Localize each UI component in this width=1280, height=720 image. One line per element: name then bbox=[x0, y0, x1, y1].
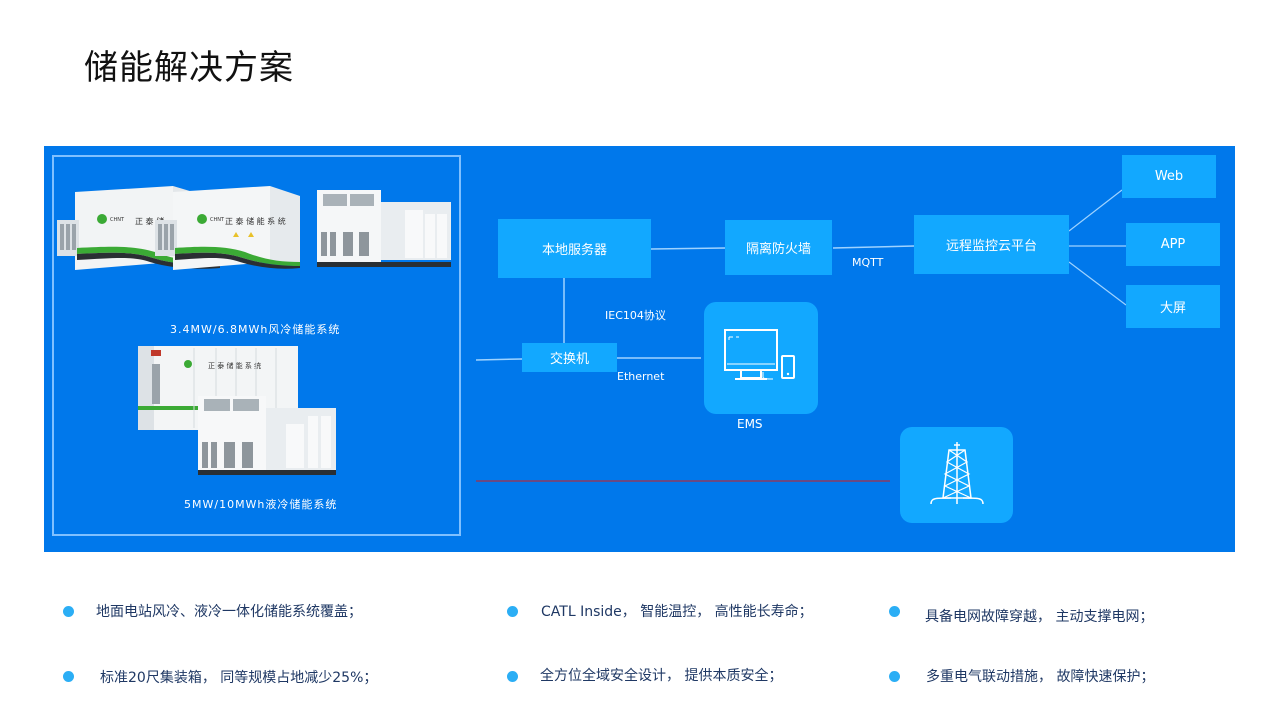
liquid-cooled-container-image: 正 泰 储 能 系 统 bbox=[138, 346, 336, 475]
web-node[interactable]: Web bbox=[1122, 155, 1216, 198]
iec104-label: IEC104协议 bbox=[605, 309, 666, 322]
svg-text:正 泰 储 能 系 统: 正 泰 储 能 系 统 bbox=[208, 361, 261, 370]
bullet-icon bbox=[63, 606, 74, 617]
ethernet-label: Ethernet bbox=[617, 370, 665, 383]
page-title: 储能解决方案 bbox=[84, 48, 294, 88]
air-cooled-containers-image: CHNT 正 泰 储 CHNT 正 泰 储 能 系 统 bbox=[57, 186, 451, 270]
switch-node[interactable]: 交换机 bbox=[522, 343, 617, 372]
feature-item: CATL Inside， 智能温控， 高性能长寿命； bbox=[541, 604, 813, 620]
pcs-unit-1 bbox=[317, 190, 451, 267]
local-server-node[interactable]: 本地服务器 bbox=[498, 219, 651, 278]
feature-item: 全方位全域安全设计， 提供本质安全； bbox=[540, 668, 783, 684]
computer-monitor-phone-icon bbox=[724, 329, 795, 380]
bullet-icon bbox=[507, 671, 518, 682]
feature-item: 多重电气联动措施， 故障快速保护； bbox=[926, 669, 1155, 685]
product-caption-air-cooled: 3.4MW/6.8MWh风冷储能系统 bbox=[170, 323, 341, 336]
bullet-icon bbox=[63, 671, 74, 682]
container-2: CHNT 正 泰 储 能 系 统 bbox=[155, 186, 300, 270]
app-node[interactable]: APP bbox=[1126, 223, 1220, 266]
power-tower-icon bbox=[929, 442, 984, 505]
mqtt-label: MQTT bbox=[852, 256, 884, 269]
product-frame bbox=[52, 155, 461, 536]
bullet-icon bbox=[889, 671, 900, 682]
svg-text:正 泰 储 能 系 统: 正 泰 储 能 系 统 bbox=[225, 216, 286, 226]
feature-item: 地面电站风冷、液冷一体化储能系统覆盖； bbox=[96, 604, 362, 620]
ems-node[interactable] bbox=[704, 302, 818, 414]
firewall-node[interactable]: 隔离防火墙 bbox=[725, 220, 832, 275]
pcs-unit-2 bbox=[198, 396, 336, 475]
feature-item: 具备电网故障穿越， 主动支撑电网； bbox=[925, 609, 1154, 625]
svg-text:正 泰 储: 正 泰 储 bbox=[135, 216, 164, 226]
svg-text:CHNT: CHNT bbox=[210, 217, 225, 223]
bullet-icon bbox=[889, 606, 900, 617]
ems-label: EMS bbox=[737, 417, 763, 431]
grid-node[interactable] bbox=[900, 427, 1013, 523]
bullet-icon bbox=[507, 606, 518, 617]
big-screen-node[interactable]: 大屏 bbox=[1126, 285, 1220, 328]
svg-text:CHNT: CHNT bbox=[110, 217, 125, 223]
product-caption-liquid-cooled: 5MW/10MWh液冷储能系统 bbox=[184, 498, 338, 511]
feature-item: 标准20尺集装箱， 同等规模占地减少25%； bbox=[100, 670, 378, 686]
cloud-platform-node[interactable]: 远程监控云平台 bbox=[914, 215, 1069, 274]
